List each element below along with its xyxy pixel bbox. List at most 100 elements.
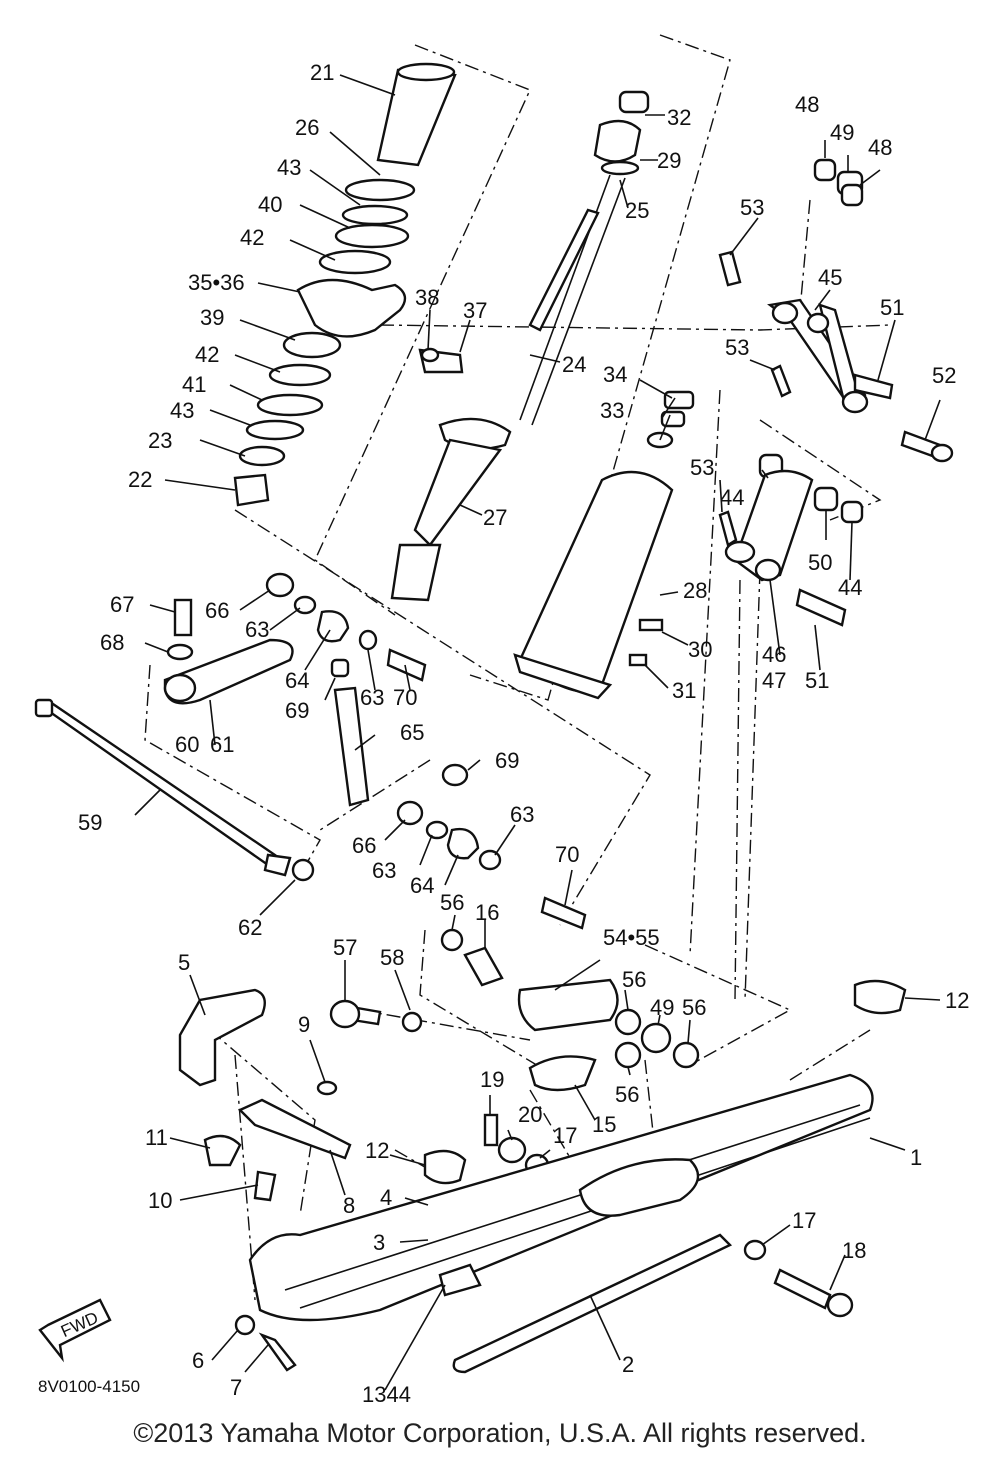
callout-20: 20	[518, 1102, 542, 1127]
callout-2: 2	[622, 1352, 634, 1377]
callout-19: 19	[480, 1067, 504, 1092]
callout-44b: 44	[838, 575, 862, 600]
callout-27: 27	[483, 505, 507, 530]
callout-7: 7	[230, 1375, 242, 1400]
ski-group: FWD	[38, 979, 907, 1374]
collar-16	[463, 946, 504, 987]
callout-56: 56	[440, 890, 464, 915]
nut-31	[628, 653, 648, 667]
washer-40	[334, 223, 410, 249]
callout-45: 45	[818, 265, 842, 290]
cap-29	[593, 119, 642, 163]
callout-4: 4	[380, 1185, 392, 1210]
nut-69b	[441, 763, 469, 787]
callout-25: 25	[625, 198, 649, 223]
collar-39	[282, 331, 342, 359]
callout-53: 53	[740, 195, 764, 220]
spring-stack	[233, 62, 464, 507]
ski-1	[248, 1073, 874, 1322]
callout-41: 41	[182, 372, 206, 397]
callout-22: 22	[128, 467, 152, 492]
callout-61: 61	[210, 732, 234, 757]
callout-64: 64	[285, 668, 309, 693]
washer-58	[401, 1011, 423, 1033]
callout-69: 69	[285, 698, 309, 723]
callout-9: 9	[298, 1012, 310, 1037]
callout-42b: 42	[195, 342, 219, 367]
bolt-51b	[795, 588, 847, 627]
callout-17b: 17	[792, 1208, 816, 1233]
bolt-70b	[540, 896, 587, 930]
callout-23: 23	[148, 428, 172, 453]
callout-49: 49	[830, 120, 854, 145]
callout-70: 70	[393, 685, 417, 710]
bushing-48b	[840, 183, 864, 207]
washer-41	[256, 393, 324, 417]
bushing-44b	[840, 500, 864, 524]
callout-64b: 64	[410, 873, 434, 898]
callout-48b: 48	[868, 135, 892, 160]
bolt-18	[773, 1268, 832, 1310]
callout-15: 15	[592, 1112, 616, 1137]
clamp-11	[203, 1134, 242, 1167]
callout-50: 50	[808, 550, 832, 575]
steering-arm-group	[34, 572, 587, 930]
nut-62	[291, 858, 315, 882]
callout-12: 12	[365, 1138, 389, 1163]
callout-5: 5	[178, 950, 190, 975]
washer-63a	[293, 595, 317, 615]
callout-58: 58	[380, 945, 404, 970]
callout-62: 62	[238, 915, 262, 940]
figure-code: 8V0100-4150	[38, 1377, 140, 1396]
callout-12b: 12	[945, 988, 969, 1013]
washer-43	[341, 204, 409, 226]
washer-43b	[245, 419, 305, 441]
callout-63: 63	[245, 617, 269, 642]
callout-1: 1	[910, 1145, 922, 1170]
callout-26: 26	[295, 115, 319, 140]
callout-53c: 53	[690, 455, 714, 480]
rod-8	[237, 1098, 352, 1160]
washer-42b	[268, 363, 332, 387]
callout-70b: 70	[555, 842, 579, 867]
clip-53a	[718, 250, 742, 287]
bushing-56c	[672, 1041, 700, 1069]
washer-63c	[425, 820, 449, 840]
bushing-56b	[614, 1008, 642, 1036]
cap-12a	[423, 1149, 467, 1185]
ski-saddle	[578, 1158, 700, 1217]
bushing-56d	[614, 1041, 642, 1069]
spindle-59	[37, 700, 277, 867]
nut-66a	[265, 572, 295, 598]
callout-67: 67	[110, 592, 134, 617]
copyright-notice: ©2013 Yamaha Motor Corporation, U.S.A. A…	[133, 1418, 867, 1448]
callout-51b: 51	[805, 668, 829, 693]
callout-24: 24	[562, 352, 586, 377]
callout-30: 30	[688, 637, 712, 662]
callout-11: 11	[145, 1125, 168, 1150]
callout-16: 16	[475, 900, 499, 925]
callout-21: 21	[310, 60, 334, 85]
callout-28: 28	[683, 578, 707, 603]
callout-10: 10	[148, 1188, 172, 1213]
callout-66b: 66	[352, 833, 376, 858]
bolt-67	[173, 598, 193, 637]
tie-rod-end-64a	[316, 610, 350, 643]
callout-46: 46	[762, 642, 786, 667]
bracket-54	[517, 978, 619, 1032]
callout-66: 66	[205, 598, 229, 623]
washer-26	[344, 178, 416, 202]
spring-seat-35	[296, 278, 407, 338]
callout-43: 43	[277, 155, 301, 180]
callout-54-55: 54•55	[603, 925, 660, 950]
bushing-48a	[813, 158, 837, 182]
callout-48: 48	[795, 92, 819, 117]
reservoir-28	[518, 470, 674, 694]
fwd-arrow-icon: FWD	[38, 1298, 112, 1363]
callout-6: 6	[192, 1348, 204, 1373]
callout-49b: 49	[650, 995, 674, 1020]
callout-47: 47	[762, 668, 786, 693]
nut-20	[497, 1136, 527, 1164]
cap-12b	[853, 979, 907, 1015]
